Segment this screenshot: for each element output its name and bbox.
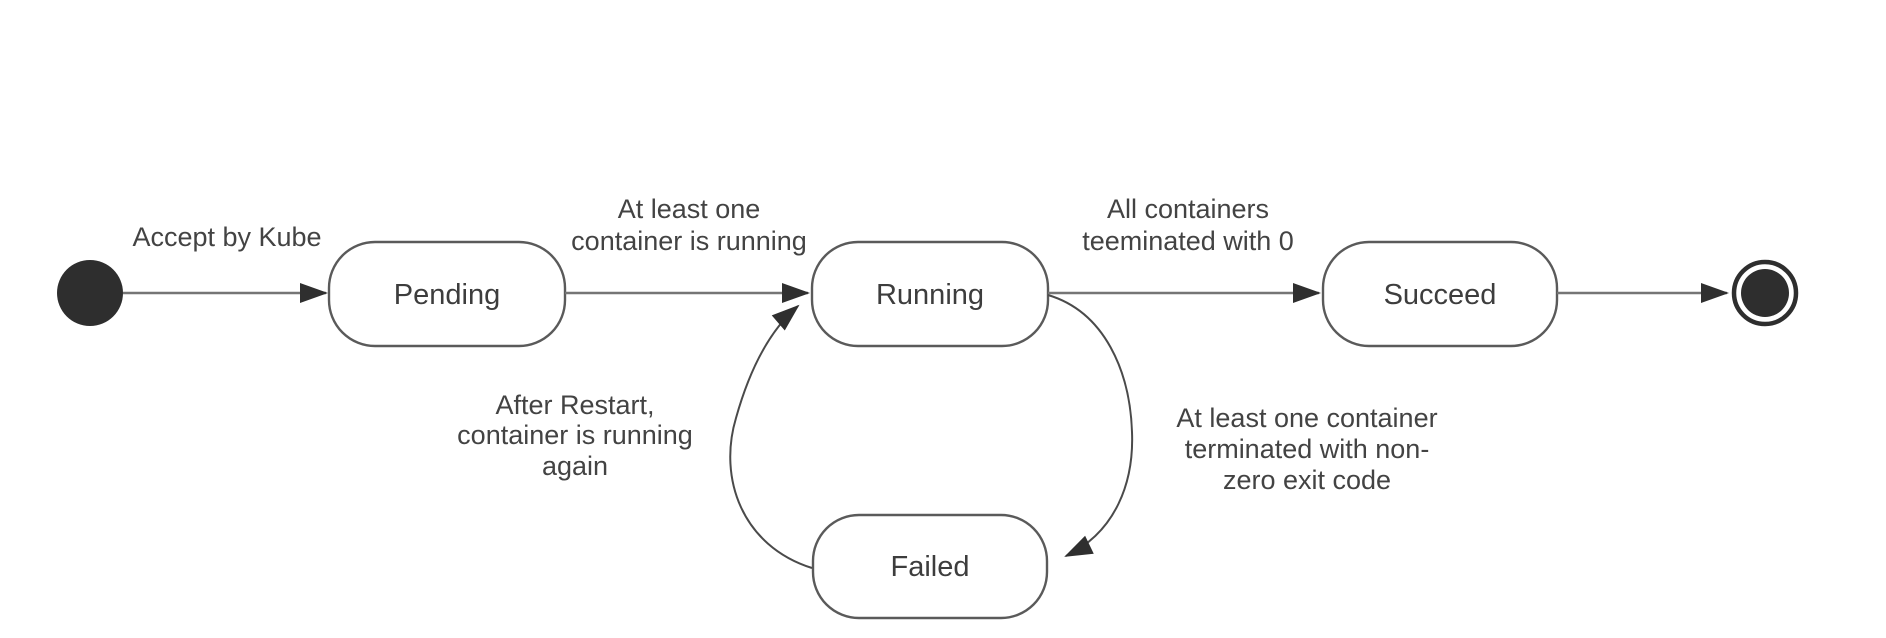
transition-label-failed-running-line3: again bbox=[542, 451, 608, 481]
transition-label-accept-by-kube: Accept by Kube bbox=[132, 222, 321, 252]
transition-curve-running-failed bbox=[1047, 294, 1134, 557]
transition-label-running-succeed-line1: All containers bbox=[1107, 194, 1269, 224]
initial-state-node bbox=[57, 260, 123, 326]
transition-label-pending-running-line2: container is running bbox=[571, 226, 807, 256]
transition-curve-failed-running bbox=[729, 304, 813, 569]
transition-label-failed-running-line2: container is running bbox=[457, 420, 693, 450]
final-state-node-core bbox=[1741, 269, 1789, 317]
transition-label-running-failed-line3: zero exit code bbox=[1223, 465, 1391, 495]
transition-label-running-failed-line2: terminated with non- bbox=[1185, 434, 1430, 464]
state-node-failed bbox=[811, 513, 1049, 620]
transition-label-running-succeed-line2: teeminated with 0 bbox=[1082, 226, 1294, 256]
transition-label-pending-running-line1: At least one bbox=[618, 194, 761, 224]
state-label-pending: Pending bbox=[394, 279, 500, 311]
transition-label-running-failed-line1: At least one container bbox=[1176, 403, 1437, 433]
state-label-succeed: Succeed bbox=[1384, 279, 1497, 311]
transition-label-failed-running-line1: After Restart, bbox=[495, 390, 654, 420]
state-label-running: Running bbox=[876, 279, 984, 311]
state-label-failed: Failed bbox=[891, 551, 970, 583]
